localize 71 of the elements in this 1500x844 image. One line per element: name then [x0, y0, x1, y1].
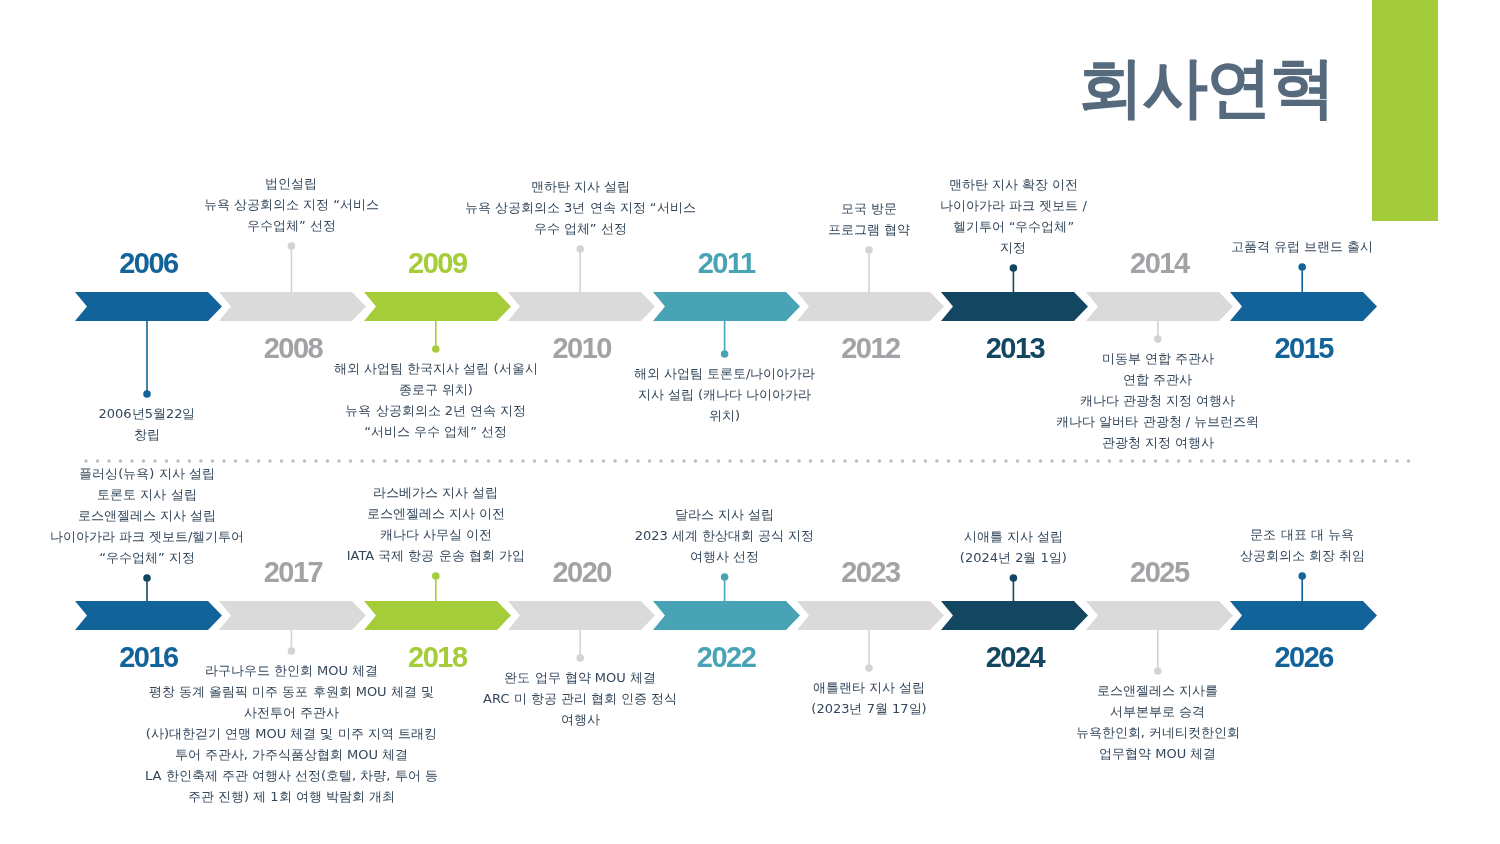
event-text: 맨하탄 지사 확장 이전 — [947, 176, 1080, 194]
event-text: 애틀랜타 지사 설립 (2023년 7월 17일) — [810, 679, 928, 718]
leader-line — [576, 245, 584, 293]
leader-line — [865, 629, 873, 672]
leader-line — [1298, 572, 1306, 602]
leader-line — [287, 242, 296, 293]
year-label: 2009 — [407, 246, 468, 280]
event-text: 캐나다 알버타 관광청 / 뉴브런즈윅 관광청 지정 여행사 — [1055, 413, 1261, 452]
event-text: 2023 세계 한상대회 공식 지정 여행사 선정 — [633, 527, 816, 566]
event-text: IATA 국제 항공 운송 협회 가입 — [345, 547, 526, 565]
event-text: 캐나다 관광청 지정 여행사 — [1079, 392, 1237, 410]
leader-line — [1154, 629, 1162, 675]
event-text: 연합 주관사 — [1122, 371, 1194, 389]
leader-line — [576, 629, 584, 662]
event-text: LA 한인축제 주관 여행사 선정(호텔, 차량, 투어 등 주관 진행) 제 1회 여행 박람회 개최 — [144, 767, 439, 806]
event-text: 고품격 유럽 브랜드 출시 — [1230, 238, 1375, 256]
event-text: 뉴욕 상공회의소 2년 연속 지정 “서비스 우수 업체” 선정 — [344, 402, 528, 441]
event-text: 미동부 연합 주관사 — [1100, 350, 1215, 368]
event-text: 법인설립 — [264, 175, 319, 193]
event-text: ARC 미 항공 관리 협회 인증 정식 여행사 — [482, 690, 679, 729]
leader-line — [432, 572, 440, 602]
leader-line — [1009, 574, 1018, 602]
year-label: 2024 — [984, 640, 1046, 674]
leader-line — [432, 320, 440, 353]
event-text: 로스앤젤레스 지사 설립 — [76, 507, 218, 525]
event-text: 플러싱(뉴욕) 지사 설립 — [78, 465, 216, 483]
event-text: 해외 사업팀 토론토/나이아가라 지사 설립 (캐나다 나이아가라 위치) — [632, 365, 817, 425]
page-title: 회사연혁 — [1078, 48, 1334, 128]
event-text: 나이아가라 파크 젯보트/헬기투어 “우수업체” 지정 — [48, 528, 246, 567]
event-text: 모국 방문 프로그램 협약 — [826, 200, 912, 239]
year-label: 2008 — [262, 331, 324, 365]
leader-line — [1154, 320, 1162, 343]
leader-line — [865, 246, 873, 293]
event-text: 캐나다 사무실 이전 — [378, 526, 493, 544]
event-text: 시애틀 지사 설립 (2024년 2월 1일) — [958, 528, 1068, 567]
event-text: 로스엔젤레스 지사 이전 — [365, 505, 506, 523]
leader-line — [287, 629, 296, 655]
year-label: 2011 — [696, 246, 757, 280]
year-label: 2025 — [1129, 555, 1191, 589]
year-label: 2015 — [1273, 331, 1335, 365]
year-label: 2013 — [984, 331, 1046, 365]
leader-line — [1009, 264, 1018, 293]
event-text: 창립 — [133, 426, 161, 444]
year-label: 2023 — [840, 555, 901, 589]
event-text: 토론토 지사 설립 — [96, 486, 198, 504]
event-text: 달라스 지사 설립 — [673, 506, 776, 524]
year-label: 2014 — [1129, 246, 1191, 280]
event-text: (사)대한걷기 연맹 MOU 체결 및 미주 지역 트래킹 투어 주관사, 가주식품상협회 MOU 체결 — [144, 725, 438, 764]
year-label: 2010 — [551, 331, 612, 365]
leader-line — [720, 573, 729, 602]
event-text: 문조 대표 대 뉴욕 상공회의소 회장 취임 — [1238, 526, 1366, 565]
event-text: 로스앤젤레스 지사를 서부본부로 승격 — [1096, 682, 1220, 721]
event-text: 2006년5월22일 — [97, 405, 197, 423]
event-text: 뉴욕 상공회의소 지정 “서비스 우수업체” 선정 — [202, 196, 380, 235]
event-text: 뉴욕한인회, 커네티컷한인회 업무협약 MOU 체결 — [1074, 724, 1241, 763]
year-label: 2026 — [1273, 640, 1335, 674]
year-label: 2012 — [840, 331, 901, 365]
leader-line — [720, 320, 729, 358]
year-label: 2006 — [118, 246, 179, 280]
leader-line — [1298, 263, 1306, 293]
year-label: 2022 — [695, 640, 757, 674]
event-text: 평창 동계 올림픽 미주 동포 후원회 MOU 체결 및 사전투어 주관사 — [147, 683, 435, 722]
leader-line — [143, 574, 151, 602]
event-text: 라스베가스 지사 설립 — [372, 484, 500, 502]
event-text: 해외 사업팀 한국지사 설립 (서울시 종로구 위치) — [333, 360, 539, 399]
event-text: 나이아가라 파크 젯보트 / 헬기투어 “우수업체” 지정 — [939, 197, 1088, 257]
event-text: 완도 업무 협약 MOU 체결 — [503, 669, 657, 687]
event-text: 뉴욕 상공회의소 3년 연속 지정 “서비스 우수 업체” 선정 — [463, 199, 697, 238]
leader-line — [143, 320, 151, 398]
event-text: 라구나우드 한인회 MOU 체결 — [203, 662, 380, 680]
event-text: 맨하탄 지사 설립 — [529, 178, 631, 196]
